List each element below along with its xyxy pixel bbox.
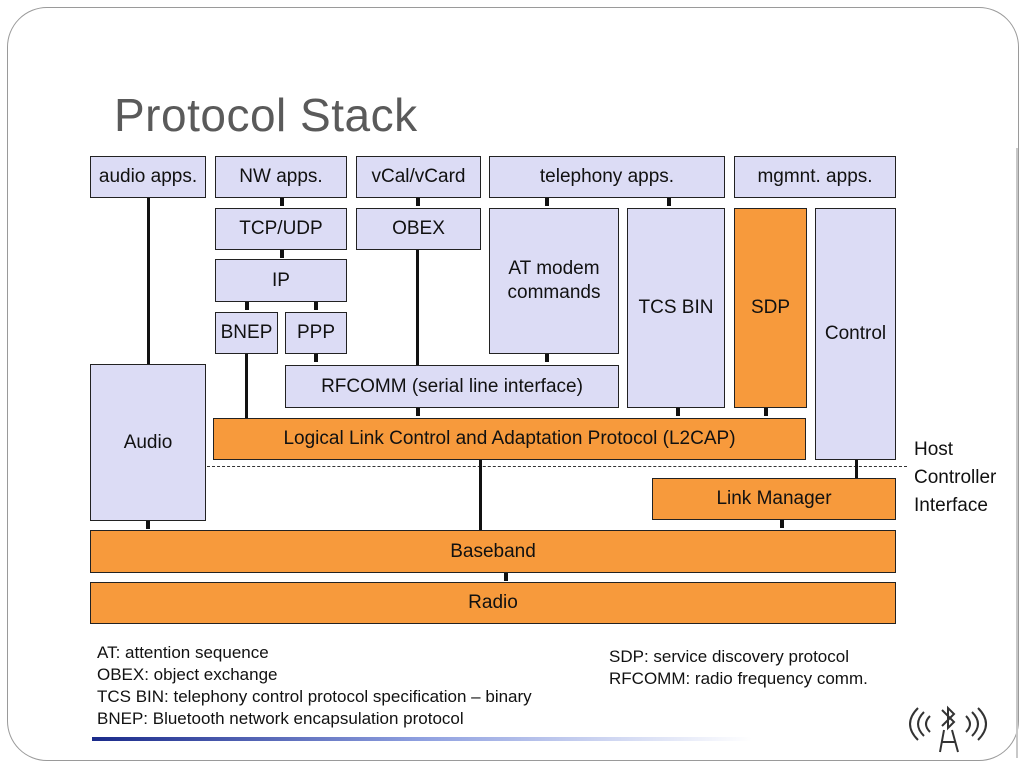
rfcomm-box: RFCOMM (serial line interface) <box>285 365 619 408</box>
tcs-bin-box: TCS BIN <box>627 208 725 408</box>
audio-apps-to-audio-connector <box>147 198 150 364</box>
legend-item: BNEP: Bluetooth network encapsulation pr… <box>97 709 464 728</box>
bluetooth-signal-logo-icon <box>909 705 987 753</box>
radio-box: Radio <box>90 582 896 624</box>
host-controller-interface-line <box>207 466 907 467</box>
slide-right-rule <box>1016 148 1018 758</box>
audio-box: Audio <box>90 364 206 521</box>
tcp-to-ip-connector <box>280 250 284 258</box>
legend-item: OBEX: object exchange <box>97 665 278 684</box>
rfcomm-to-l2cap-connector <box>416 408 420 416</box>
legend-item: TCS BIN: telephony control protocol spec… <box>97 687 532 706</box>
audio-to-baseband-connector <box>146 521 150 529</box>
baseband-box: Baseband <box>90 530 896 573</box>
host-controller-interface-label: Host Controller Interface <box>914 439 997 516</box>
tcs-to-l2cap-connector <box>676 408 680 416</box>
vcal-to-obex-connector <box>416 198 420 206</box>
bnep-box: BNEP <box>215 312 278 354</box>
telephony-to-tcs-connector <box>667 198 671 206</box>
l2cap-to-baseband-connector <box>479 460 482 530</box>
control-box: Control <box>815 208 896 460</box>
bottom-accent-bar <box>92 737 752 741</box>
legend-item: SDP: service discovery protocol <box>609 647 849 666</box>
telephony-apps-box: telephony apps. <box>489 156 725 198</box>
ip-to-ppp-connector <box>314 302 318 310</box>
ppp-box: PPP <box>285 312 347 354</box>
sdp-to-l2cap-connector <box>764 408 768 416</box>
vcal-vcard-box: vCal/vCard <box>356 156 481 198</box>
baseband-to-radio-connector <box>504 573 508 581</box>
sdp-box: SDP <box>734 208 807 408</box>
obex-to-rfcomm-connector <box>416 250 419 365</box>
link-manager-to-baseband-connector <box>780 520 784 528</box>
at-to-rfcomm-connector <box>545 354 549 362</box>
legend-item: RFCOMM: radio frequency comm. <box>609 669 868 688</box>
audio-apps-box: audio apps. <box>90 156 206 198</box>
nw-apps-box: NW apps. <box>215 156 347 198</box>
ip-box: IP <box>215 259 347 302</box>
slide-title: Protocol Stack <box>114 89 418 141</box>
bnep-to-l2cap-connector <box>245 354 248 418</box>
telephony-to-at-connector <box>545 198 549 206</box>
control-to-link-manager-connector <box>855 460 858 478</box>
ppp-to-rfcomm-connector <box>314 354 318 362</box>
obex-box: OBEX <box>356 208 481 250</box>
legend-right: SDP: service discovery protocol RFCOMM: … <box>609 646 909 690</box>
legend-left: AT: attention sequence OBEX: object exch… <box>97 642 597 730</box>
tcp-udp-box: TCP/UDP <box>215 208 347 250</box>
nw-apps-to-tcp-connector <box>280 198 284 206</box>
l2cap-box: Logical Link Control and Adaptation Prot… <box>213 418 806 460</box>
at-modem-commands-box: AT modem commands <box>489 208 619 354</box>
ip-to-bnep-connector <box>245 302 249 310</box>
legend-item: AT: attention sequence <box>97 643 269 662</box>
mgmnt-apps-box: mgmnt. apps. <box>734 156 896 198</box>
link-manager-box: Link Manager <box>652 478 896 520</box>
